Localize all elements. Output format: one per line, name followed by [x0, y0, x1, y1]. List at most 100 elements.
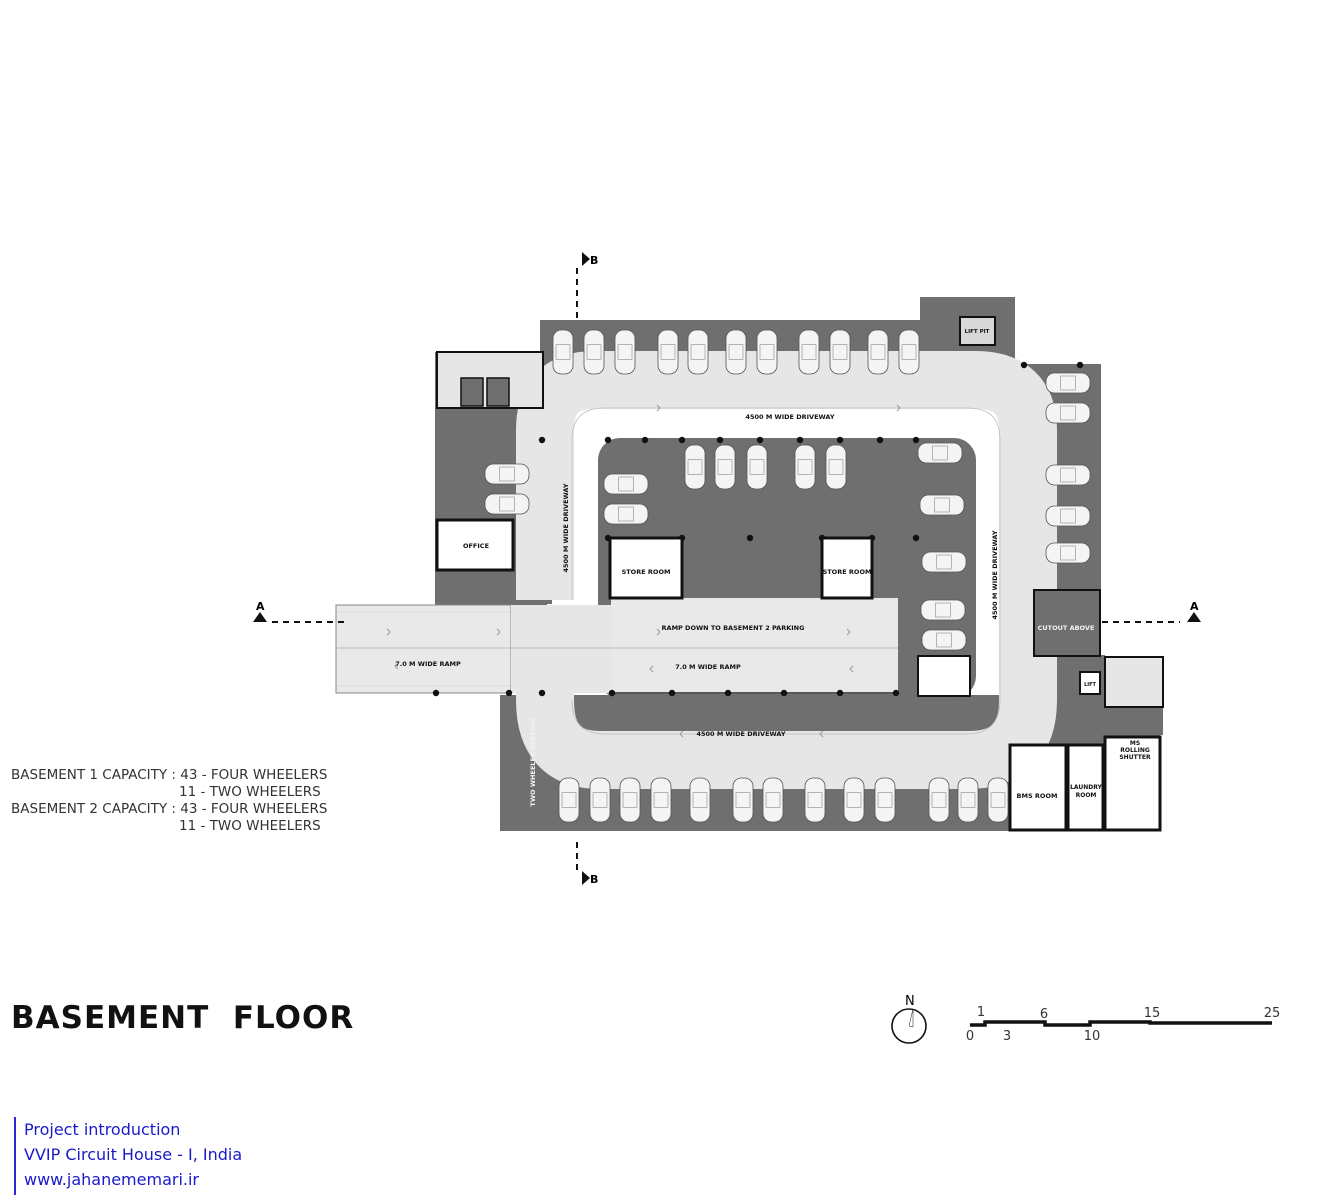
- column: [912, 534, 920, 542]
- driveway-bottom-label: 4500 M WIDE DRIVEWAY: [696, 730, 785, 738]
- shutter-room: [1103, 735, 1162, 832]
- svg-text:3: 3: [1003, 1029, 1011, 1044]
- shutter-label-2: ROLLING: [1120, 747, 1150, 754]
- two-wheeler-label: TWO WHEELER PARKING: [529, 717, 537, 806]
- car-bay: [756, 329, 778, 375]
- north-arrow-icon: N: [891, 994, 927, 1044]
- car-bay: [583, 329, 605, 375]
- car-bay: [794, 444, 816, 490]
- column: [505, 689, 513, 697]
- car-bay: [684, 444, 706, 490]
- credit-line-3[interactable]: www.jahanememari.ir: [24, 1170, 200, 1189]
- column: [604, 436, 612, 444]
- car-window: [828, 459, 844, 475]
- car-bay: [484, 463, 530, 485]
- car-bay: [762, 777, 784, 823]
- store-room-left: [608, 536, 684, 600]
- lift-pit: [959, 316, 996, 346]
- column: [1076, 361, 1084, 369]
- car-window: [653, 792, 669, 808]
- column: [876, 436, 884, 444]
- shutter-label-3: SHUTTER: [1119, 754, 1151, 761]
- direction-arrow: [656, 628, 661, 636]
- driveway-right-label: 4500 M WIDE DRIVEWAY: [991, 530, 999, 619]
- driveway-loop: [516, 351, 1057, 789]
- car-bay: [898, 329, 920, 375]
- car-bay: [829, 329, 851, 375]
- credit-line-1[interactable]: Project introduction: [24, 1120, 181, 1139]
- column: [1020, 361, 1028, 369]
- direction-arrow: [849, 665, 854, 673]
- ramp-down-label: RAMP DOWN TO BASEMENT 2 PARKING: [662, 624, 805, 632]
- car-bay: [725, 329, 747, 375]
- direction-arrow: [656, 404, 661, 412]
- car-bay: [619, 777, 641, 823]
- car-bay: [920, 599, 966, 621]
- car-window: [617, 344, 633, 360]
- direction-arrow: [896, 404, 901, 412]
- direction-arrow: [496, 628, 501, 636]
- car-window: [936, 554, 952, 570]
- svg-text:6: 6: [1040, 1007, 1048, 1022]
- column: [538, 689, 546, 697]
- laundry-label-2: ROOM: [1076, 792, 1097, 799]
- car-bay: [732, 777, 754, 823]
- column: [756, 436, 764, 444]
- car-bay: [867, 329, 889, 375]
- column: [746, 534, 754, 542]
- stair-core-right: [1104, 656, 1164, 708]
- car-window: [931, 792, 947, 808]
- column: [724, 689, 732, 697]
- driveway-top-label: 4500 M WIDE DRIVEWAY: [745, 413, 834, 421]
- car-bay: [650, 777, 672, 823]
- column: [678, 436, 686, 444]
- section-b-bottom: B: [590, 873, 598, 886]
- store-room-left-label: STORE ROOM: [622, 568, 671, 576]
- car-window: [901, 344, 917, 360]
- cutout-label: CUTOUT ABOVE: [1038, 624, 1095, 632]
- lift: [1079, 671, 1101, 695]
- svg-text:0: 0: [966, 1029, 974, 1044]
- car-bay: [928, 777, 950, 823]
- car-window: [499, 466, 515, 482]
- car-window: [692, 792, 708, 808]
- car-bay: [689, 777, 711, 823]
- car-bay: [843, 777, 865, 823]
- column: [608, 689, 616, 697]
- car-window: [622, 792, 638, 808]
- car-window: [749, 459, 765, 475]
- office-label: OFFICE: [463, 542, 489, 550]
- traffic-arrows: [386, 404, 901, 738]
- car-bay: [804, 777, 826, 823]
- car-window: [846, 792, 862, 808]
- car-window: [717, 459, 733, 475]
- car-window: [735, 792, 751, 808]
- car-bay: [558, 777, 580, 823]
- car-bay: [714, 444, 736, 490]
- car-window: [936, 632, 952, 648]
- lift-label: LIFT: [1084, 682, 1096, 688]
- section-b-top: B: [590, 254, 598, 267]
- ramp: [335, 598, 898, 694]
- car-window: [807, 792, 823, 808]
- car-window: [555, 344, 571, 360]
- drawing-title: BASEMENT FLOOR: [11, 1000, 355, 1036]
- car-bay: [484, 493, 530, 515]
- car-window: [801, 344, 817, 360]
- car-window: [932, 445, 948, 461]
- svg-text:25: 25: [1264, 1006, 1281, 1021]
- shutter-label-1: MS: [1130, 740, 1140, 747]
- credit-line-2[interactable]: VVIP Circuit House - I, India: [24, 1145, 243, 1164]
- car-window: [1060, 545, 1076, 561]
- bms-room-label: BMS ROOM: [1017, 792, 1058, 800]
- car-window: [960, 792, 976, 808]
- car-bay: [987, 777, 1009, 823]
- car-window: [759, 344, 775, 360]
- car-window: [561, 792, 577, 808]
- car-bay: [957, 777, 979, 823]
- column: [641, 436, 649, 444]
- car-window: [1060, 508, 1076, 524]
- direction-arrow: [649, 665, 654, 673]
- car-window: [499, 496, 515, 512]
